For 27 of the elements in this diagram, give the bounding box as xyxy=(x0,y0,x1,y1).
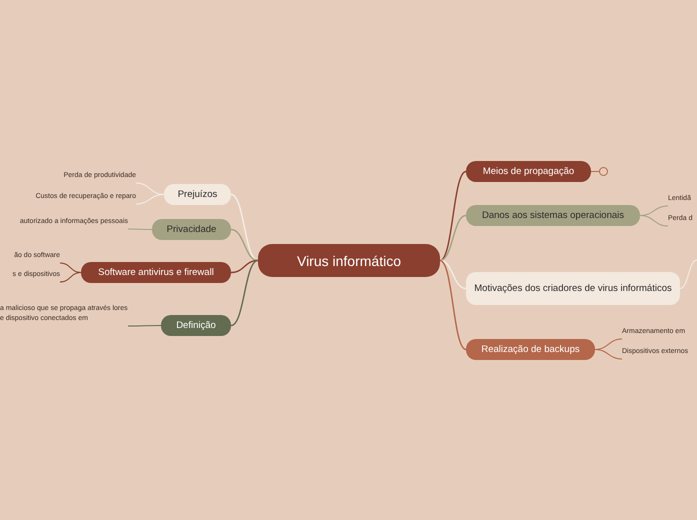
topic-box: Motivações dos criadores de virus informáticos xyxy=(466,272,680,305)
connector-line xyxy=(230,194,258,262)
connector-line xyxy=(230,260,258,326)
connector-line xyxy=(640,215,668,226)
topic-box: Prejuízos xyxy=(164,184,231,205)
central-topic: Virus informático xyxy=(258,244,440,277)
connector-line xyxy=(230,260,258,274)
connector-line xyxy=(590,171,600,172)
connector-line xyxy=(60,272,82,282)
connector-line xyxy=(440,260,466,350)
topic-box: Danos aos sistemas operacionais xyxy=(466,205,640,226)
connector-line xyxy=(230,228,258,262)
connector-line xyxy=(440,260,466,290)
connector-line xyxy=(128,325,162,326)
topic-box: Privacidade xyxy=(152,219,231,240)
branch-line xyxy=(680,260,697,289)
connector-line xyxy=(594,349,622,360)
connector-line xyxy=(440,170,466,262)
topic-box: Definição xyxy=(161,315,231,336)
connector-line xyxy=(136,194,164,204)
connector-line xyxy=(60,262,82,273)
topic-box: Realização de backups xyxy=(466,339,595,360)
connector-line xyxy=(128,228,152,230)
topic-box: Software antivirus e firewall xyxy=(81,262,231,283)
topic-box: Meios de propagação xyxy=(466,161,591,182)
connector-line xyxy=(440,214,466,262)
collapse-circle xyxy=(599,167,608,176)
